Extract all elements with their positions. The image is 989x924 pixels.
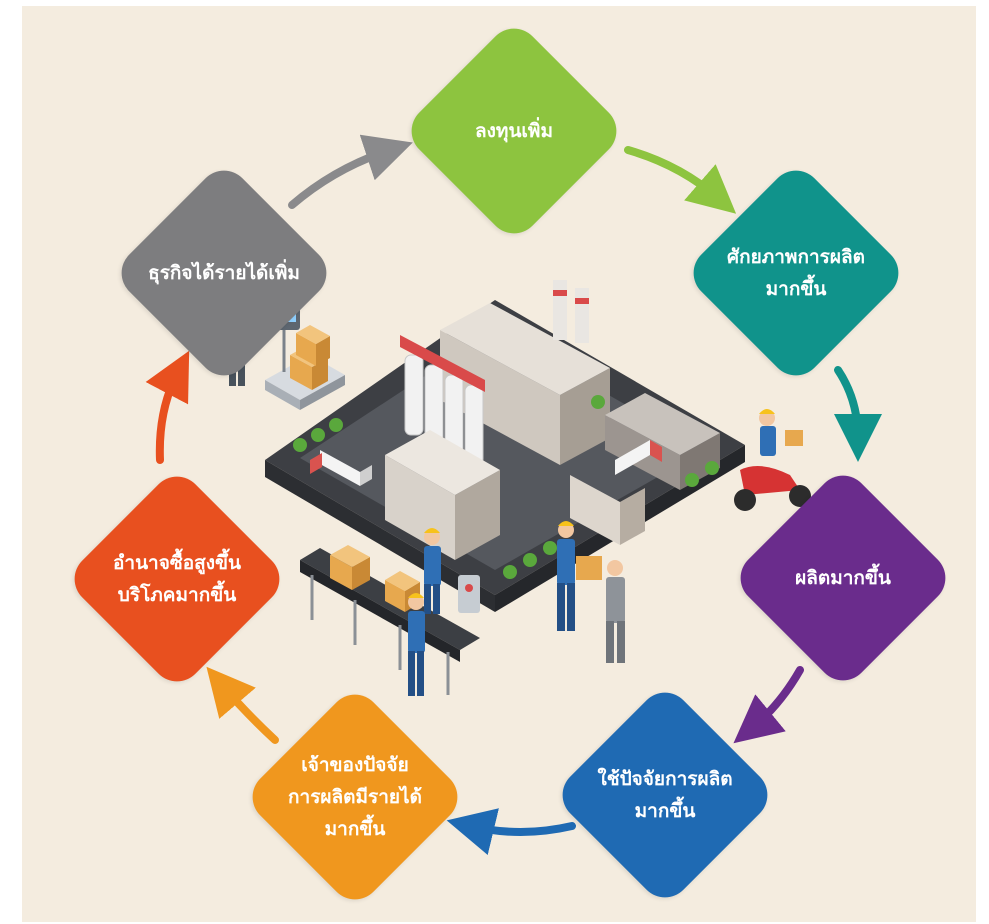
step-invest-more: ลงทุนเพิ่ม [400, 17, 628, 245]
arrow-icon [446, 808, 576, 855]
arrow-icon [833, 366, 882, 462]
step-input-owners-income: เจ้าของปัจจัย การผลิตมีรายได้ มากขึ้น [241, 683, 469, 911]
step-business-revenue: ธุรกิจได้รายได้เพิ่ม [110, 159, 338, 387]
arrow-icon [206, 666, 279, 744]
worker-icon [606, 560, 625, 663]
box-icon [290, 325, 330, 390]
arrow-icon [288, 134, 413, 209]
step-produce-more: ผลิตมากขึ้น [729, 464, 957, 692]
step-label: อำนาจซื้อสูงขึ้น บริโภคมากขึ้น [112, 552, 242, 606]
arrow-icon [145, 350, 190, 464]
step-label: เจ้าของปัจจัย การผลิตมีรายได้ มากขึ้น [288, 754, 422, 840]
scooter-icon [734, 409, 811, 511]
step-label: ผลิตมากขึ้น [795, 567, 891, 589]
step-label: ใช้ปัจจัยการผลิต มากขึ้น [597, 768, 733, 822]
step-label: ศักยภาพการผลิต มากขึ้น [727, 246, 865, 300]
worker-icon [557, 521, 602, 631]
worker-icon [424, 528, 441, 614]
step-label: ลงทุนเพิ่ม [475, 120, 553, 142]
worker-icon [408, 593, 425, 696]
step-production-capacity: ศักยภาพการผลิต มากขึ้น [682, 159, 910, 387]
step-purchasing-power: อำนาจซื้อสูงขึ้น บริโภคมากขึ้น [63, 465, 291, 693]
box-icon [576, 556, 602, 580]
arrow-icon [624, 146, 737, 214]
arrow-icon [733, 666, 804, 744]
truck-icon [310, 440, 662, 486]
step-use-more-inputs: ใช้ปัจจัยการผลิต มากขึ้น [551, 681, 779, 909]
box-icon [330, 545, 420, 612]
step-label: ธุรกิจได้รายได้เพิ่ม [148, 262, 300, 284]
